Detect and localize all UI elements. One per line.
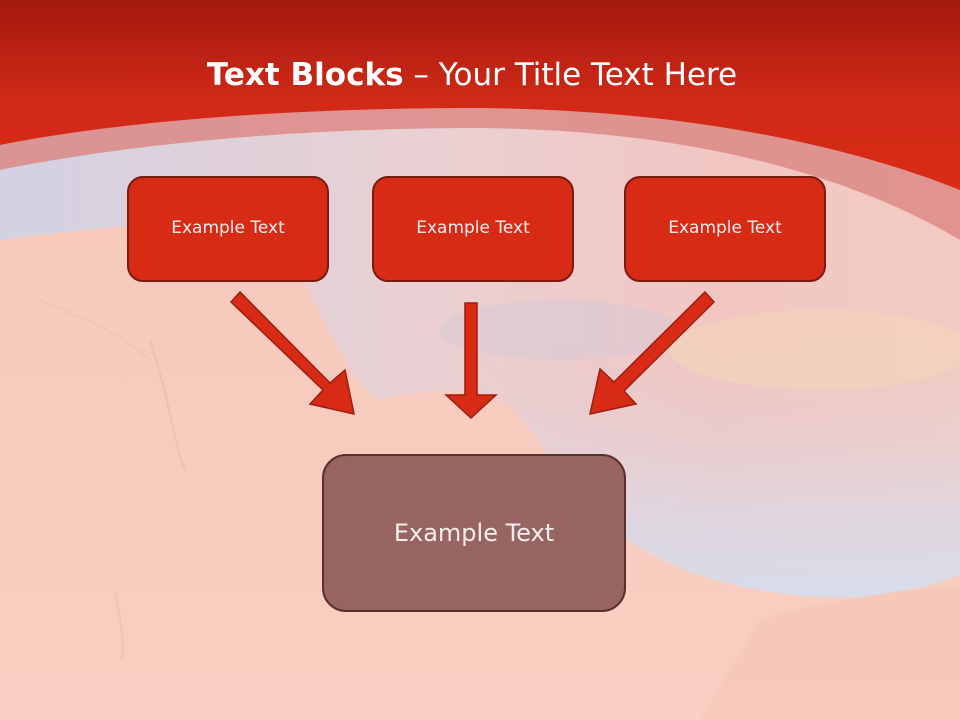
text-block-left-label: Example Text bbox=[171, 218, 285, 238]
title-bold: Text Blocks bbox=[206, 57, 404, 93]
text-block-target[interactable]: Example Text bbox=[322, 454, 626, 612]
text-block-center-label: Example Text bbox=[416, 218, 530, 238]
text-block-left[interactable]: Example Text bbox=[127, 176, 329, 282]
text-block-right[interactable]: Example Text bbox=[624, 176, 826, 282]
text-block-right-label: Example Text bbox=[668, 218, 782, 238]
arrow-down-icon bbox=[444, 302, 498, 420]
title-separator: – bbox=[403, 57, 439, 93]
arrow-down-right-icon bbox=[229, 290, 355, 415]
text-block-center[interactable]: Example Text bbox=[372, 176, 574, 282]
arrow-down-left-icon bbox=[589, 290, 716, 415]
text-block-target-label: Example Text bbox=[393, 519, 555, 547]
title-rest: Your Title Text Here bbox=[438, 57, 738, 93]
slide-title: Text Blocks – Your Title Text Here bbox=[0, 52, 944, 98]
